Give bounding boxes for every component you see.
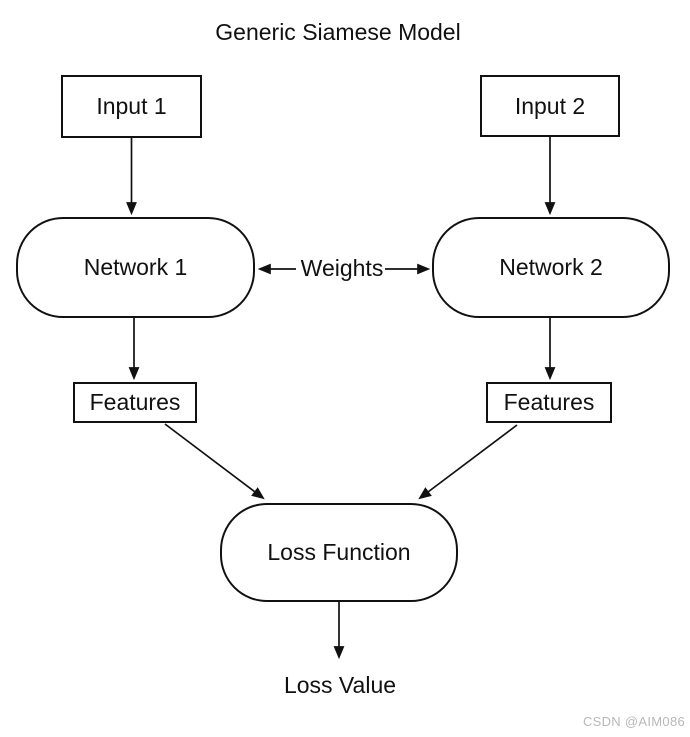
node-loss-function-label: Loss Function — [267, 539, 411, 565]
node-network2: Network 2 — [432, 217, 670, 318]
loss-value-label: Loss Value — [283, 672, 397, 698]
node-network2-label: Network 2 — [499, 254, 603, 280]
node-input1: Input 1 — [61, 75, 202, 138]
node-input1-label: Input 1 — [96, 93, 167, 119]
node-features1-label: Features — [89, 389, 181, 415]
node-input2: Input 2 — [480, 75, 620, 137]
node-loss-function: Loss Function — [220, 503, 458, 602]
edge-features2-loss — [418, 424, 518, 500]
diagram-title: Generic Siamese Model — [215, 19, 461, 45]
edge-features1-loss — [164, 423, 265, 500]
node-input2-label: Input 2 — [514, 92, 586, 119]
node-features2-label: Features — [503, 389, 595, 415]
node-features2: Features — [486, 382, 612, 423]
node-network1: Network 1 — [16, 217, 255, 318]
weights-label: Weights — [300, 255, 384, 281]
node-features1: Features — [73, 382, 197, 423]
node-network1-label: Network 1 — [83, 254, 188, 280]
watermark: CSDN @AIM086 — [582, 714, 685, 729]
